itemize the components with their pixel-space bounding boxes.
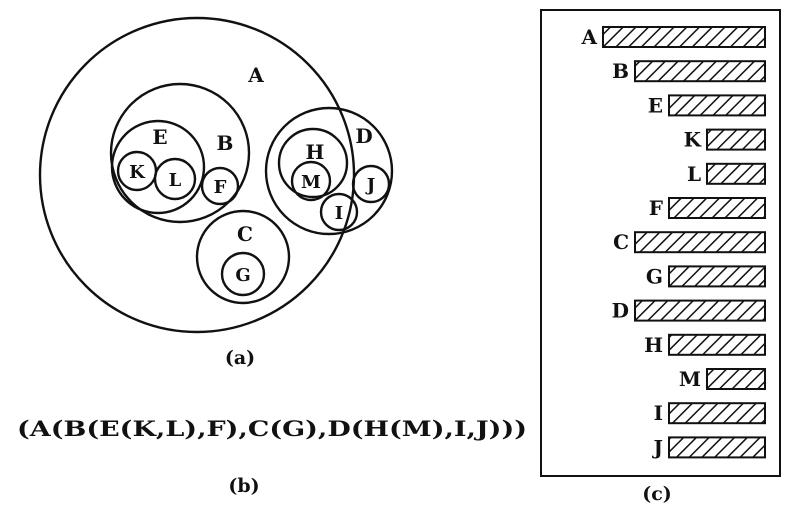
bar-label-G: G (646, 264, 663, 288)
bar-F (668, 197, 766, 219)
bar-label-M: M (679, 367, 701, 391)
bar-I (668, 402, 766, 425)
set-A-circle (38, 16, 356, 334)
set-J-circle (351, 164, 391, 204)
bar-label-C: C (613, 230, 629, 254)
caption-b: (b) (228, 475, 259, 497)
caption-a: (a) (225, 347, 255, 369)
bar-label-E: E (648, 93, 663, 117)
bar-B (634, 60, 766, 83)
bar-L (706, 162, 766, 185)
bar-label-B: B (612, 59, 629, 83)
set-F-circle (200, 166, 240, 206)
set-L-label: L (169, 170, 182, 191)
bar-label-D: D (612, 299, 629, 323)
set-L-circle (153, 157, 197, 201)
set-M-circle (290, 160, 332, 202)
bar-K (706, 128, 766, 151)
set-I-label: I (335, 203, 343, 224)
set-H-circle (277, 127, 349, 199)
expression-panel: (A(B(E(K,L),F),C(G),D(H(M),I,J))) (b) (17, 416, 527, 497)
set-H-label: H (306, 140, 325, 164)
bar-label-J: J (652, 435, 663, 459)
nested-parentheses-expression: (A(B(E(K,L),F),C(G),D(H(M),I,J))) (17, 416, 527, 441)
bar-label-H: H (644, 333, 663, 357)
bar-A (602, 26, 766, 48)
set-D-label: D (355, 124, 372, 148)
set-F-label: F (214, 177, 227, 198)
bar-D (634, 299, 766, 322)
set-K-label: K (129, 162, 146, 183)
bar-label-I: I (654, 401, 663, 425)
set-E-label: E (152, 125, 167, 149)
set-G-circle (220, 251, 266, 297)
set-D-circle (264, 106, 394, 236)
bar-J (668, 436, 766, 459)
set-C-label: C (237, 222, 253, 246)
set-J-label: J (365, 175, 376, 196)
bar-E (668, 94, 766, 117)
bar-label-K: K (684, 128, 702, 152)
set-C-circle (195, 209, 291, 305)
set-B-label: B (217, 131, 234, 155)
caption-c: (c) (642, 483, 672, 505)
set-E-circle (110, 119, 206, 215)
bar-label-F: F (649, 196, 663, 220)
bar-label-L: L (687, 162, 701, 186)
set-G-label: G (235, 265, 250, 286)
set-I-circle (319, 192, 359, 232)
bar-G (668, 265, 766, 288)
venn-diagram-panel: A B E K L F C G D H M I J (a) (38, 16, 394, 369)
set-A-label: A (247, 63, 264, 87)
bar-M (706, 368, 766, 390)
set-B-circle (109, 82, 251, 224)
bars-frame (540, 9, 781, 477)
bar-label-A: A (580, 25, 597, 49)
bar-C (634, 231, 766, 254)
set-M-label: M (301, 172, 321, 193)
bar-H (668, 333, 766, 356)
